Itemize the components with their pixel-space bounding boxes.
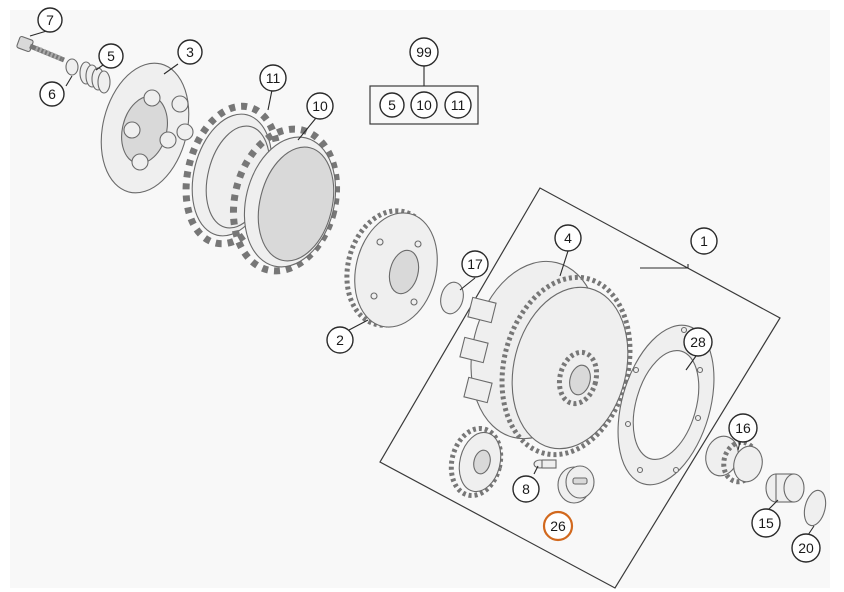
callout-8[interactable]: 8 xyxy=(512,475,540,503)
callout-11-label: 11 xyxy=(266,70,281,86)
callout-7[interactable]: 7 xyxy=(37,7,63,33)
callout-3-label: 3 xyxy=(186,44,194,60)
callout-16-label: 16 xyxy=(735,420,751,436)
callout-2[interactable]: 2 xyxy=(326,326,354,354)
thrust-washer-part xyxy=(440,281,464,315)
kit-item-10-label: 10 xyxy=(416,97,432,113)
callout-20[interactable]: 20 xyxy=(791,533,821,563)
callout-4[interactable]: 4 xyxy=(554,224,582,252)
callout-15-label: 15 xyxy=(758,515,774,531)
leader-lines xyxy=(29,29,815,536)
pin-part xyxy=(533,459,557,469)
assembly-frame xyxy=(379,187,781,589)
sleeve-part xyxy=(765,473,805,503)
callout-1-label: 1 xyxy=(700,233,708,249)
pressure-plate-part xyxy=(100,62,194,194)
callout-17-label: 17 xyxy=(467,256,483,272)
callout-2-label: 2 xyxy=(336,332,344,348)
callout-26[interactable]: 26 xyxy=(542,510,574,542)
callout-5[interactable]: 5 xyxy=(98,43,124,69)
callout-15[interactable]: 15 xyxy=(751,508,781,538)
callout-10[interactable]: 10 xyxy=(306,92,334,120)
clutch-basket-part xyxy=(459,260,633,458)
washer-20-part xyxy=(803,489,827,527)
callout-17[interactable]: 17 xyxy=(461,250,489,278)
inner-hub-part xyxy=(344,208,438,328)
bolt-part xyxy=(16,35,65,63)
spring-part xyxy=(79,61,111,94)
washer-part xyxy=(65,58,79,76)
callout-1[interactable]: 1 xyxy=(690,227,718,255)
callout-4-label: 4 xyxy=(564,230,572,246)
callout-11[interactable]: 11 xyxy=(259,64,287,92)
kit-item-5-label: 5 xyxy=(388,97,396,113)
kit-item-10[interactable]: 10 xyxy=(410,91,438,119)
callout-16[interactable]: 16 xyxy=(728,413,758,443)
steel-disc-part xyxy=(229,125,341,275)
callout-28[interactable]: 28 xyxy=(683,327,713,357)
kit-item-5[interactable]: 5 xyxy=(379,92,405,118)
callout-10-label: 10 xyxy=(312,98,328,114)
kit-item-11-label: 11 xyxy=(451,97,466,113)
callout-3[interactable]: 3 xyxy=(177,39,203,65)
callout-6-label: 6 xyxy=(48,86,56,102)
callout-99[interactable]: 99 xyxy=(409,37,439,67)
callout-5-label: 5 xyxy=(107,48,115,64)
callout-99-label: 99 xyxy=(416,44,432,60)
kit-item-11[interactable]: 11 xyxy=(444,91,472,119)
callout-26-label: 26 xyxy=(550,518,566,534)
bushing-part xyxy=(557,465,595,504)
primary-gear-part xyxy=(448,426,504,498)
callout-7-label: 7 xyxy=(46,12,54,28)
callout-28-label: 28 xyxy=(690,334,706,350)
callout-6[interactable]: 6 xyxy=(39,81,65,107)
callout-8-label: 8 xyxy=(522,481,530,497)
callout-20-label: 20 xyxy=(798,540,814,556)
needle-bearing-part xyxy=(705,435,763,485)
